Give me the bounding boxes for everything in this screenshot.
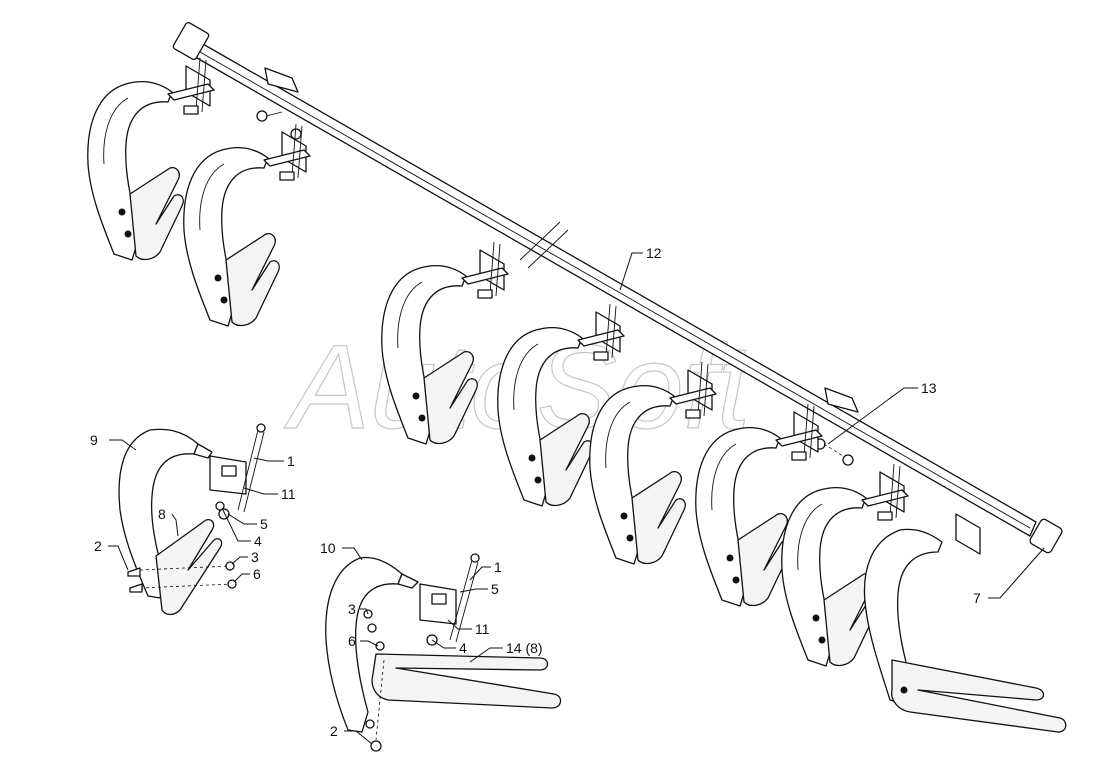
callout-11-left: 11	[281, 486, 296, 502]
callout-7: 7	[973, 590, 981, 606]
tine-assembly-2	[183, 123, 311, 327]
callout-2-left: 2	[94, 538, 102, 554]
callout-3-left: 3	[251, 549, 259, 565]
exploded-assembly-left	[118, 423, 266, 616]
callout-3-bottom: 3	[348, 601, 356, 617]
callout-1-left: 1	[287, 453, 295, 469]
exploded-assembly-bottom	[325, 553, 562, 752]
square-bar-12	[172, 21, 1063, 554]
callout-9: 9	[90, 432, 98, 448]
callout-2-bottom: 2	[330, 723, 338, 739]
callout-14: 14 (8)	[506, 640, 543, 656]
tine-assembly-8-fork	[863, 513, 1067, 733]
bolt-nut-top	[256, 110, 302, 140]
callout-6-bottom: 6	[348, 633, 356, 649]
callout-6-left: 6	[253, 566, 261, 582]
callout-5-bottom: 5	[491, 581, 499, 597]
callout-13: 13	[921, 380, 937, 396]
bolt-nut-13	[814, 438, 854, 466]
callout-1-bottom: 1	[494, 559, 502, 575]
callout-labels: 9 1 11 5 4 8 2 3 6 10 1 5 11 4 3 6 14 (8…	[90, 245, 981, 739]
leader-lines	[108, 252, 1045, 745]
callout-5-left: 5	[260, 516, 268, 532]
callout-4-left: 4	[254, 533, 262, 549]
callout-10: 10	[320, 540, 336, 556]
callout-8: 8	[158, 506, 166, 522]
callout-11-bottom: 11	[475, 621, 490, 637]
callout-12: 12	[646, 245, 662, 261]
callout-4-bottom: 4	[459, 640, 467, 656]
